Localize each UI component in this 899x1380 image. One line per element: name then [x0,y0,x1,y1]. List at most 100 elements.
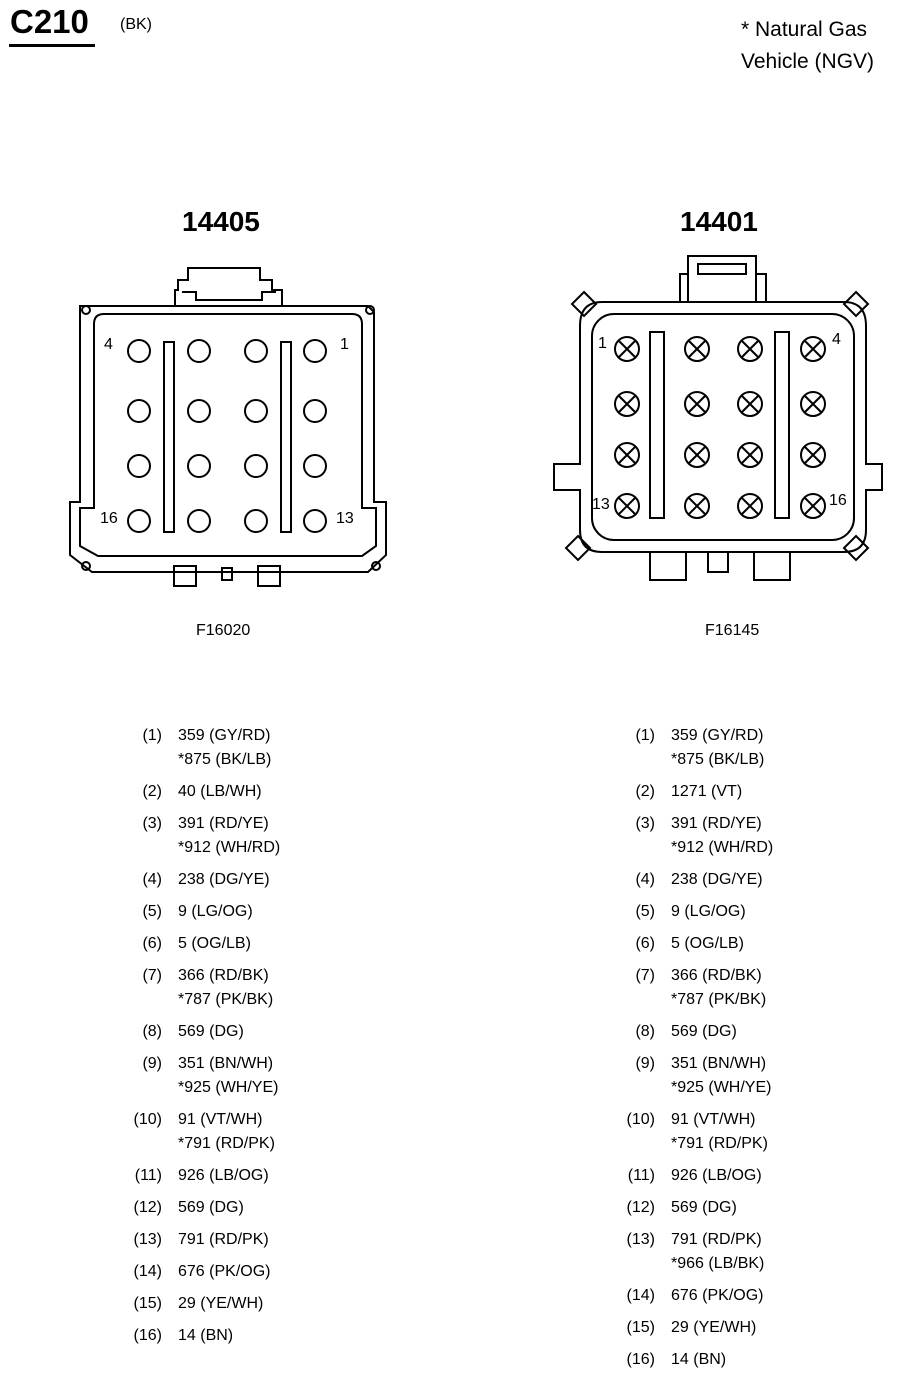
right-pin-label-top-left: 1 [598,335,607,352]
wire-circuit: 9 (LG/OG) [671,903,746,920]
pin-row: (15)29 (YE/WH) [613,1316,773,1340]
left-pinout-table: (1)359 (GY/RD)*875 (BK/LB)(2)40 (LB/WH)(… [120,724,281,1356]
wire-circuit: 926 (LB/OG) [178,1167,269,1184]
wire-circuit: 359 (GY/RD) [178,727,271,744]
pin-wires: 40 (LB/WH) [178,780,280,804]
pin-cavity [187,339,211,363]
pin-cavity-x [800,493,826,519]
wire-circuit: *787 (PK/BK) [178,991,274,1008]
pin-wires: 9 (LG/OG) [178,900,280,924]
pin-row: (12)569 (DG) [120,1196,280,1220]
wire-circuit: 391 (RD/YE) [178,815,269,832]
left-figure-code: F16020 [196,622,251,639]
wire-circuit: 359 (GY/RD) [671,727,764,744]
pin-wires: 238 (DG/YE) [178,868,280,892]
pin-wires: 14 (BN) [178,1324,280,1348]
wire-circuit: *787 (PK/BK) [671,991,767,1008]
pin-wires: 1271 (VT) [671,780,773,804]
pin-row: (15)29 (YE/WH) [120,1292,280,1316]
pin-row: (1) 359 (GY/RD) *875 (BK/LB) [613,724,773,772]
wire-circuit: 351 (BN/WH) [178,1055,274,1072]
pin-row: (7)366 (RD/BK)*787 (PK/BK) [120,964,280,1012]
wire-circuit: 569 (DG) [178,1199,244,1216]
pin-number: (3) [142,815,162,832]
right-figure-code: F16145 [705,622,760,639]
wire-circuit: 676 (PK/OG) [671,1287,764,1304]
right-connector-drawing [553,255,883,581]
wire-circuit: *875 (BK/LB) [671,751,765,768]
pin-row: (11) 926 (LB/OG) [613,1164,773,1188]
pin-number: (12) [626,1199,655,1216]
pin-number: (3) [635,815,655,832]
pin-wires: 351 (BN/WH)*925 (WH/YE) [671,1052,773,1100]
pin-row: (14)676 (PK/OG) [120,1260,280,1284]
wire-circuit: 351 (BN/WH) [671,1055,767,1072]
wire-circuit: 926 (LB/OG) [671,1167,762,1184]
right-pinout-table: (1)359 (GY/RD)*875 (BK/LB)(2)1271 (VT)(3… [613,724,774,1380]
left-pin-label-top-left: 4 [104,336,113,353]
pin-row: (13)791 (RD/PK) [120,1228,280,1252]
pin-cavity-x [800,442,826,468]
pin-row: (3) 391 (RD/YE)*912 (WH/RD) [120,812,280,860]
pin-number: (4) [635,871,655,888]
wire-circuit: *925 (WH/YE) [178,1079,279,1096]
pin-cavity-x [684,336,710,362]
pin-row: (7) 366 (RD/BK)*787 (PK/BK) [613,964,773,1012]
connector-title: C210 [10,3,89,40]
pin-cavity-x [684,493,710,519]
wire-circuit: 29 (YE/WH) [671,1319,757,1336]
pin-row: (14) 676 (PK/OG) [613,1284,773,1308]
wire-circuit: 91 (VT/WH) [178,1111,263,1128]
pin-wires: 29 (YE/WH) [178,1292,280,1316]
pin-row: (1)359 (GY/RD)*875 (BK/LB) [120,724,280,772]
wire-circuit: 676 (PK/OG) [178,1263,271,1280]
pin-cavity-x [614,391,640,417]
left-pin-label-bottom-right: 13 [336,510,354,527]
pin-number: (4) [142,871,162,888]
pin-row: (5)9 (LG/OG) [613,900,773,924]
connector-diagrams: 4 1 16 13 1 4 13 16 [69,255,883,587]
wire-circuit: 569 (DG) [671,1199,737,1216]
pin-wires: 926 (LB/OG) [178,1164,280,1188]
pin-wires: 569 (DG) [178,1020,280,1044]
pin-cavity-x [614,336,640,362]
pin-cavity [244,399,268,423]
pin-wires: 391 (RD/YE)*912 (WH/RD) [178,812,280,860]
pin-number: (14) [626,1287,655,1304]
wire-circuit: 791 (RD/PK) [671,1231,762,1248]
pin-number: (10) [133,1111,162,1128]
pin-cavity-x [684,391,710,417]
pin-number: (1) [635,727,655,744]
pin-wires: 351 (BN/WH) *925 (WH/YE) [178,1052,280,1100]
wire-circuit: 569 (DG) [178,1023,244,1040]
pin-cavity-x [614,493,640,519]
pin-cavity [303,399,327,423]
pin-cavity-x [737,493,763,519]
wire-circuit: 569 (DG) [671,1023,737,1040]
pin-cavity-x [800,391,826,417]
pin-cavity [244,509,268,533]
ngv-note-line2: Vehicle (NGV) [741,50,875,73]
wire-circuit: 29 (YE/WH) [178,1295,264,1312]
pin-cavity [187,454,211,478]
pin-wires: 9 (LG/OG) [671,900,773,924]
pin-number: (11) [627,1167,655,1184]
pin-row: (13)791 (RD/PK)*966 (LB/BK) [613,1228,773,1276]
pin-wires: 91 (VT/WH)*791 (RD/PK) [178,1108,280,1156]
wire-circuit: *875 (BK/LB) [178,751,272,768]
pin-number: (8) [142,1023,162,1040]
pin-row: (2)40 (LB/WH) [120,780,280,804]
pin-row: (8)569 (DG) [613,1020,773,1044]
pin-row: (4) 238 (DG/YE) [613,868,773,892]
pin-wires: 5 (OG/LB) [178,932,280,956]
pin-wires: 366 (RD/BK)*787 (PK/BK) [671,964,773,1012]
right-pin-label-bottom-left: 13 [592,496,610,513]
pin-cavity-x [737,442,763,468]
pin-wires: 569 (DG) [671,1020,773,1044]
pin-number: (7) [635,967,655,984]
pin-wires: 791 (RD/PK)*966 (LB/BK) [671,1228,773,1276]
wire-circuit: 238 (DG/YE) [671,871,763,888]
pin-wires: 926 (LB/OG) [671,1164,773,1188]
pin-cavity [244,454,268,478]
pin-cavity [187,399,211,423]
